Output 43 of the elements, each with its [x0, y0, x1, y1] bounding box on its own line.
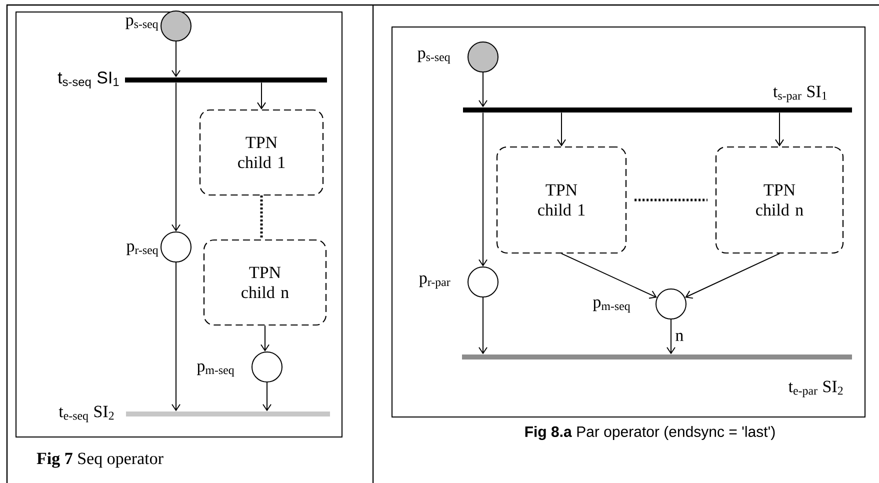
- arrow: [666, 319, 676, 354]
- place-circle: [468, 266, 498, 298]
- place-label: p$_{m-seq}$: [197, 363, 234, 377]
- place-label: t$_{e-par}$ SI$_{2}$: [788, 380, 843, 398]
- arrow: [478, 112, 488, 266]
- place-label: p$_{r-seq}$: [126, 243, 158, 257]
- edge-label: n: [676, 332, 684, 341]
- figure-caption: Fig 8.a Par operator (endsync = 'last'): [525, 426, 775, 440]
- place-label: t$_{s-seq}$ SI$_{1}$: [58, 72, 119, 88]
- place-label: p$_{s-seq}$: [126, 17, 158, 31]
- place-label: p$_{r-par}$: [419, 275, 450, 289]
- arrow: [260, 325, 270, 352]
- place-label: t$_{e-seq}$ SI$_{2}$: [58, 406, 114, 422]
- figure-caption: Fig 7 Seq operator: [36, 452, 164, 468]
- transition-bar: [463, 108, 852, 112]
- process-box: TPN child 1: [199, 109, 324, 196]
- place-circle: [468, 42, 498, 72]
- process-box: TPN child n: [203, 239, 327, 326]
- place-circle: [656, 288, 686, 320]
- arrow: [478, 297, 488, 354]
- place-circle: [160, 10, 192, 42]
- arrow: [775, 112, 784, 146]
- arrow: [172, 41, 180, 78]
- arrow: [557, 112, 566, 146]
- transition-bar: [126, 412, 330, 416]
- arrow: [685, 253, 780, 299]
- place-circle: [252, 352, 282, 382]
- place-circle: [160, 232, 192, 262]
- process-box: TPN child n: [715, 146, 844, 254]
- dotted-line: [260, 196, 263, 240]
- place-label: t$_{s-par}$ SI$_{1}$: [773, 86, 827, 102]
- transition-bar: [125, 78, 327, 82]
- arrow: [478, 72, 488, 108]
- arrow: [561, 253, 657, 299]
- arrow: [172, 262, 180, 412]
- place-label: p$_{s-seq}$: [418, 50, 450, 64]
- arrow: [172, 82, 180, 232]
- dotted-line: [634, 198, 708, 202]
- arrow: [262, 382, 272, 412]
- transition-bar: [462, 354, 852, 360]
- place-label: p$_{m-seq}$: [593, 299, 630, 313]
- arrow: [257, 82, 266, 110]
- process-box: TPN child 1: [496, 146, 627, 254]
